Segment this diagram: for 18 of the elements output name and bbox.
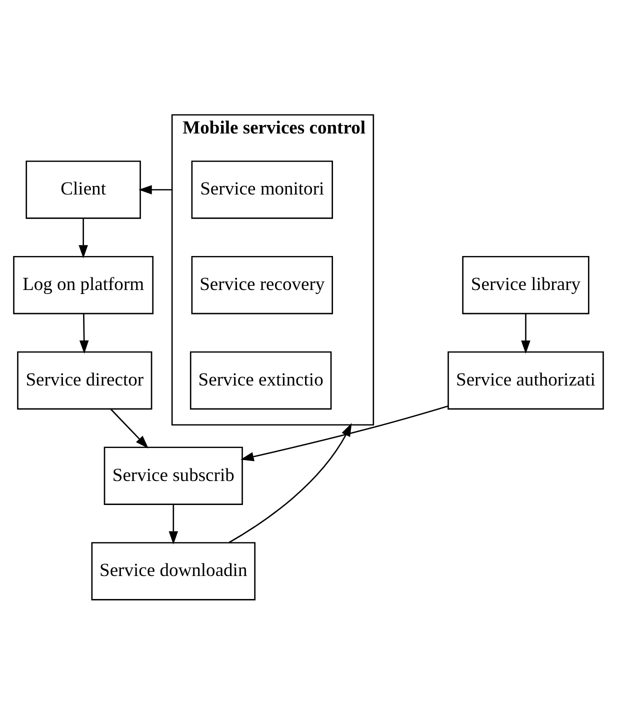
- node-box: Service director: [17, 351, 152, 410]
- node-box: Service downloadin: [91, 542, 256, 600]
- node-box: Service recovery: [191, 256, 333, 314]
- arrow: [228, 423, 352, 544]
- node-box: Service monitori: [191, 160, 333, 219]
- arrow: [521, 314, 530, 354]
- node-box: Service library: [462, 256, 590, 314]
- node-box: Client: [26, 160, 141, 219]
- arrow: [240, 405, 448, 462]
- arrow: [138, 185, 172, 194]
- node-box: Service authorizati: [448, 351, 604, 410]
- arrow: [79, 314, 89, 354]
- node-box: Service extinctio: [190, 351, 332, 410]
- arrow: [110, 408, 149, 449]
- arrow: [78, 218, 88, 258]
- node-box: Service subscrib: [104, 446, 243, 505]
- arrow: [168, 504, 178, 544]
- node-box: Log on platform: [13, 256, 154, 314]
